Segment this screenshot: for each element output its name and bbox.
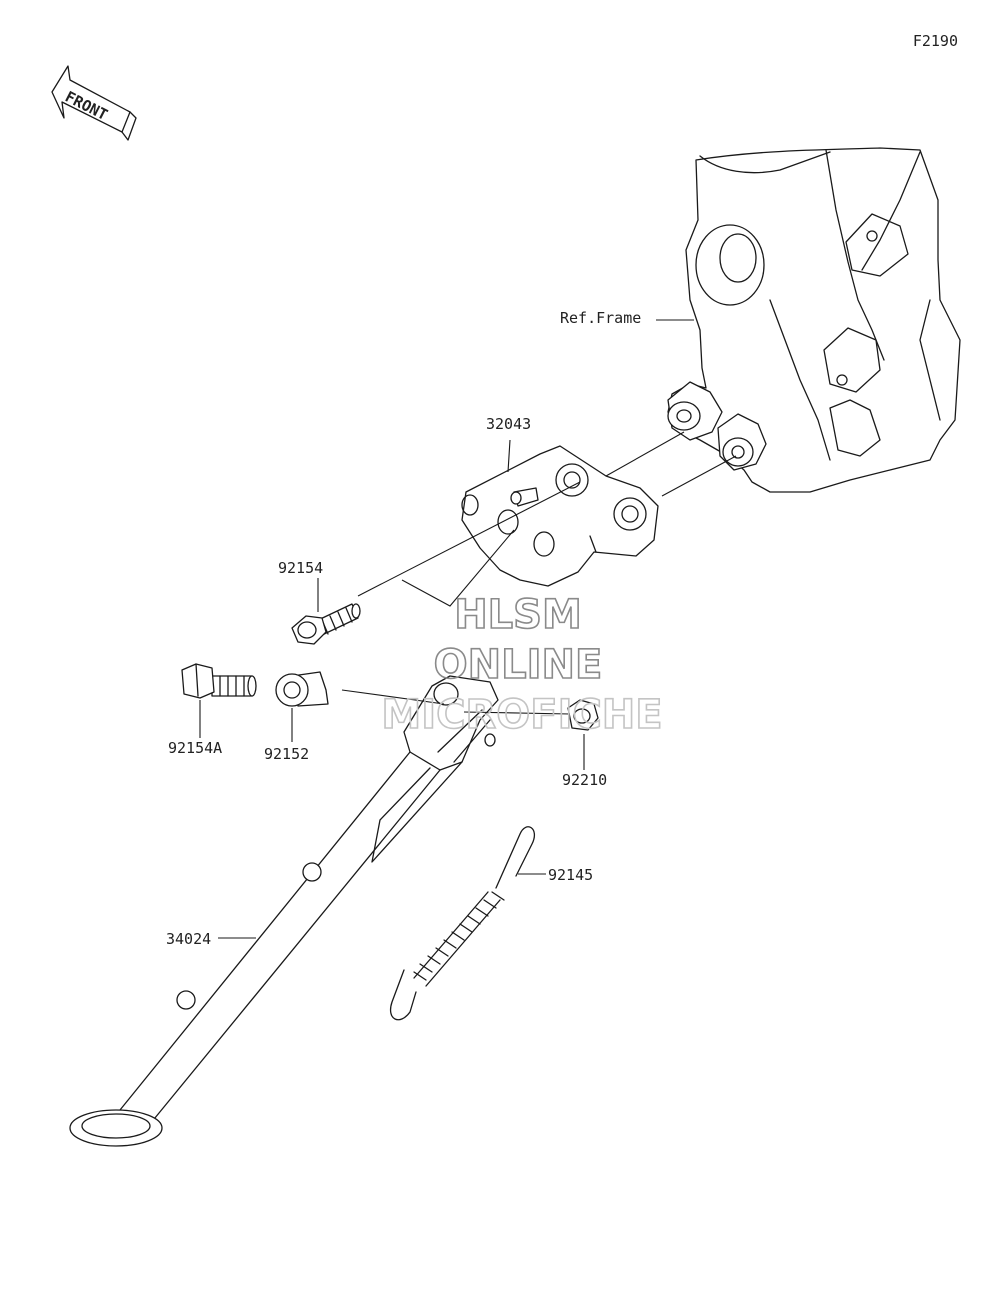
- figure-code: F2190: [913, 32, 958, 50]
- label-ref-frame: Ref.Frame: [560, 309, 641, 327]
- bracket-hole-upper: [555, 463, 589, 497]
- watermark: HLSM ONLINE MICROFICHE: [381, 591, 664, 739]
- part-92154A-bolt: [181, 663, 257, 699]
- part-34024-side-stand: [69, 675, 499, 1147]
- front-direction-arrow-icon: FRONT: [51, 65, 137, 141]
- label-92154A: 92154A: [168, 739, 222, 757]
- label-92152: 92152: [264, 745, 309, 763]
- watermark-line3: MICROFICHE: [381, 692, 662, 738]
- label-92154: 92154: [278, 559, 323, 577]
- frame-pivot-boss: [695, 224, 765, 306]
- label-32043: 32043: [486, 415, 531, 433]
- ref-frame-drawing: [667, 147, 961, 493]
- part-92154-bolt: [291, 603, 361, 645]
- watermark-line2: ONLINE: [434, 642, 603, 688]
- watermark-line1: HLSM: [454, 592, 582, 638]
- label-92145: 92145: [548, 866, 593, 884]
- part-92145-spring: [389, 826, 535, 1021]
- part-92152-collar: [275, 671, 329, 707]
- part-32043-bracket: [461, 445, 659, 587]
- frame-mount-hole-lower: [722, 437, 754, 467]
- label-34024: 34024: [166, 930, 211, 948]
- frame-mount-hole-upper: [667, 401, 701, 431]
- part-92210-nut: [567, 699, 599, 731]
- label-92210: 92210: [562, 771, 607, 789]
- leader-lines: [199, 319, 737, 939]
- bracket-hole-lower: [613, 497, 647, 531]
